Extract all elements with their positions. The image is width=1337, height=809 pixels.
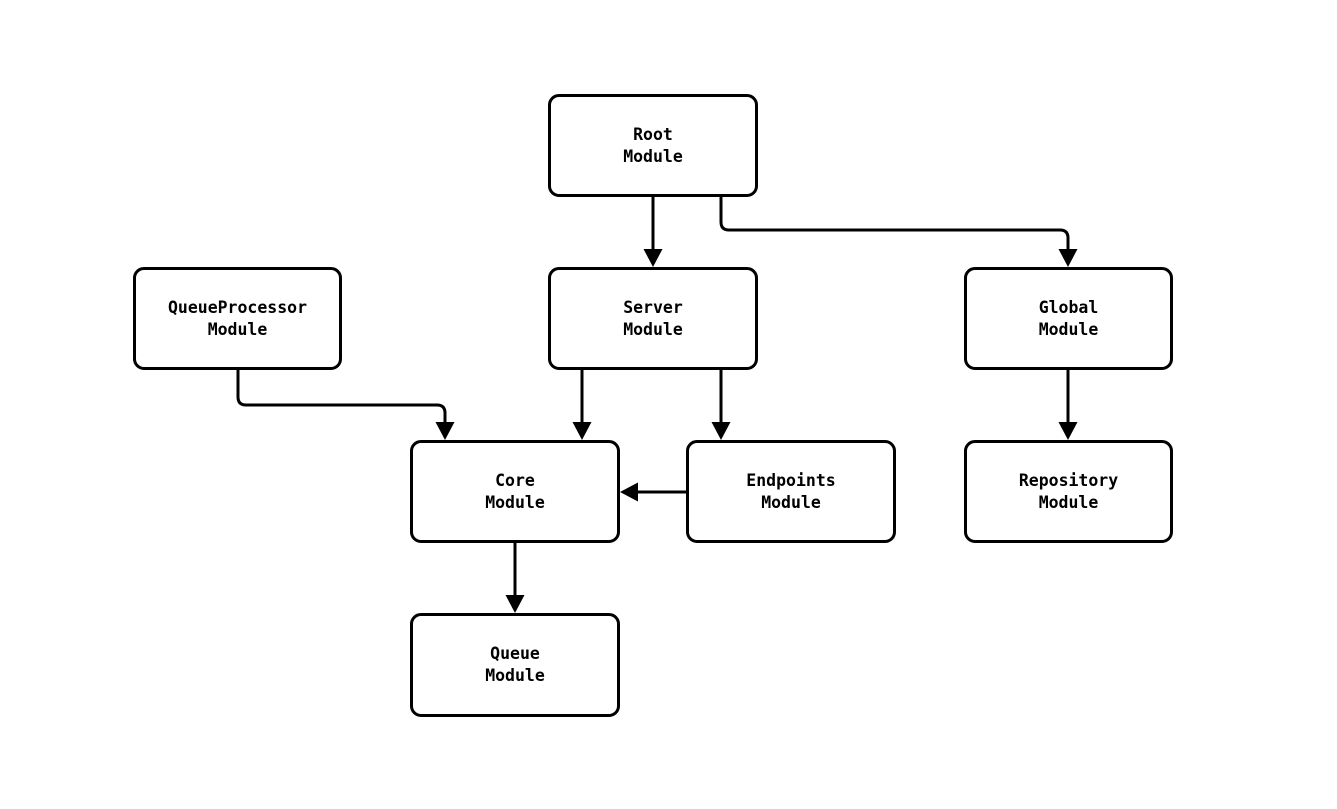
node-label-server: Server Module xyxy=(623,297,683,339)
node-repository[interactable]: Repository Module xyxy=(964,440,1173,543)
edge-line xyxy=(236,370,447,422)
node-label-endpoints: Endpoints Module xyxy=(746,470,836,512)
node-label-repository: Repository Module xyxy=(1018,470,1119,512)
node-root[interactable]: Root Module xyxy=(548,94,758,197)
node-label-root: Root Module xyxy=(623,124,683,166)
node-server[interactable]: Server Module xyxy=(548,267,758,370)
node-core[interactable]: Core Module xyxy=(410,440,620,543)
edge-arrowhead xyxy=(1058,422,1078,440)
edge-arrowhead xyxy=(505,595,525,613)
node-queueprocessor[interactable]: QueueProcessor Module xyxy=(133,267,342,370)
node-label-core: Core Module xyxy=(485,470,545,512)
edge-arrowhead xyxy=(711,422,731,440)
edge-arrowhead xyxy=(1058,249,1078,267)
edge-arrowhead xyxy=(643,249,663,267)
node-queue[interactable]: Queue Module xyxy=(410,613,620,717)
node-endpoints[interactable]: Endpoints Module xyxy=(686,440,896,543)
edge-arrowhead xyxy=(620,482,638,502)
edge-arrowhead xyxy=(572,422,592,440)
edge-line xyxy=(719,197,1070,249)
node-label-queue: Queue Module xyxy=(485,644,545,685)
node-label-global: Global Module xyxy=(1038,297,1099,339)
node-label-queueprocessor: QueueProcessor Module xyxy=(167,297,308,339)
node-global[interactable]: Global Module xyxy=(964,267,1173,370)
edge-arrowhead xyxy=(435,422,455,440)
